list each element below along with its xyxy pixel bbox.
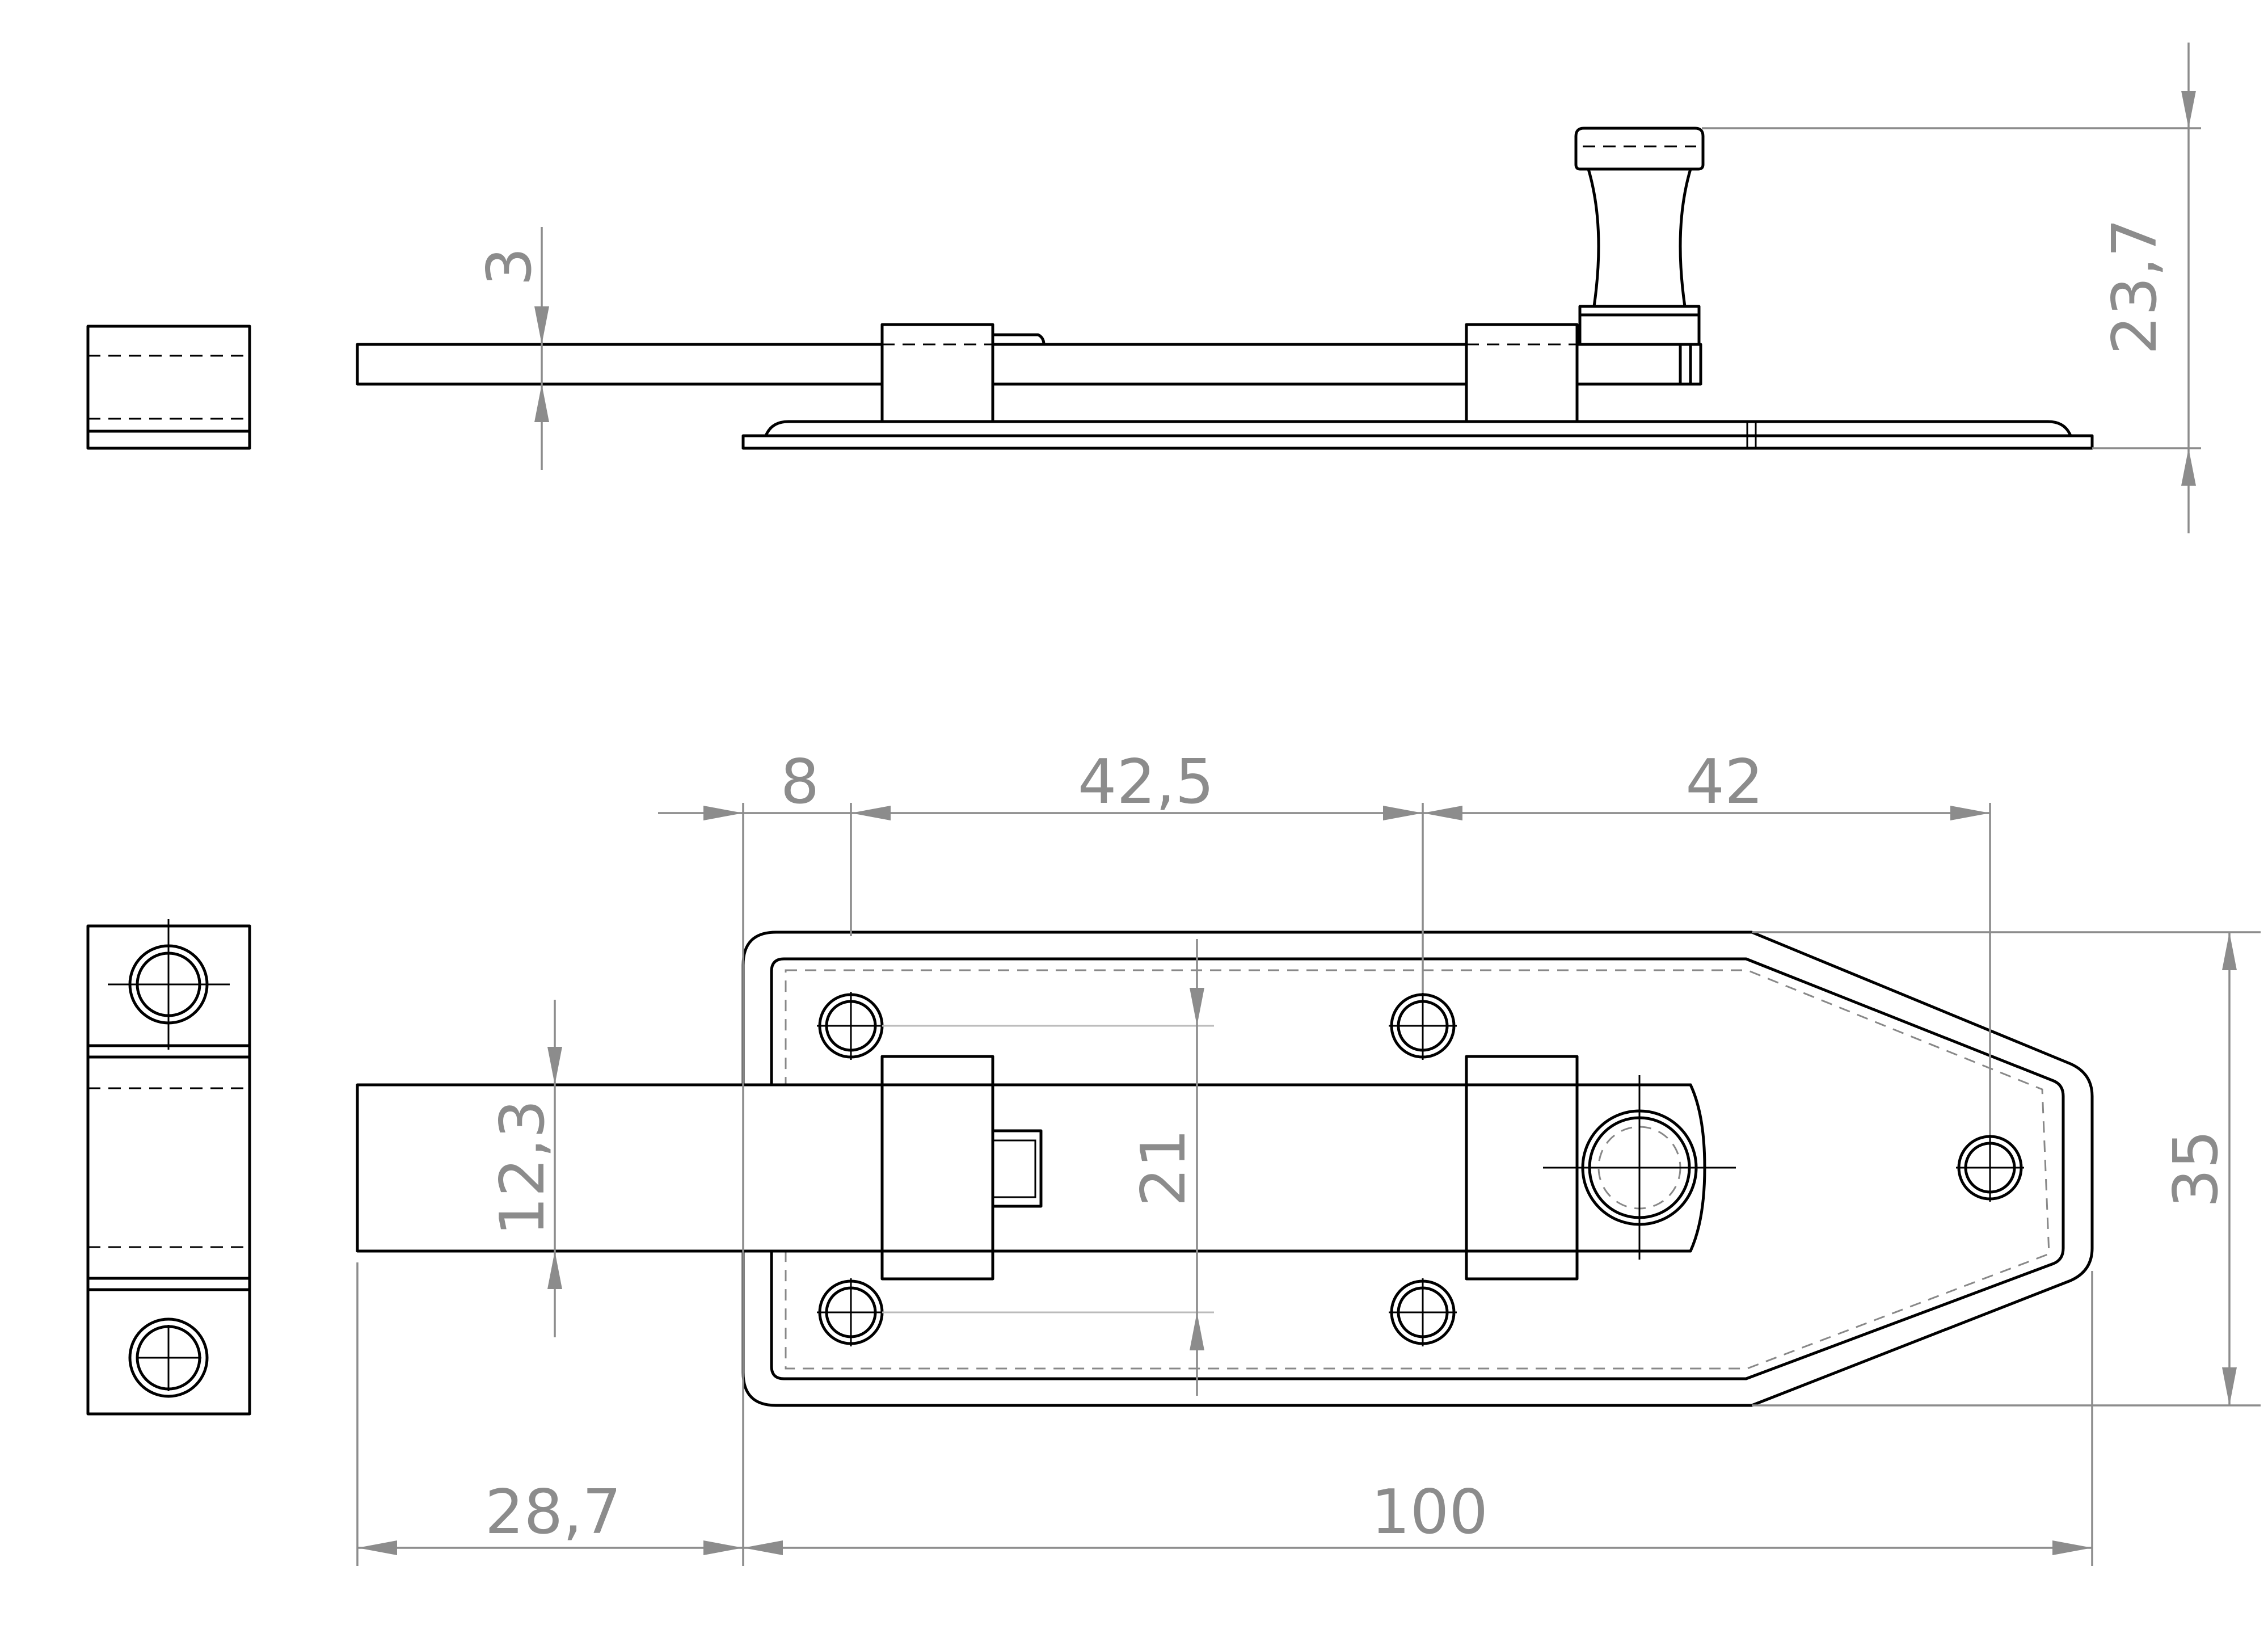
bolt-knob-side — [1574, 127, 1705, 386]
top-view: 8 42,5 42 12,3 21 — [86, 747, 2261, 1566]
side-view: 3 23,7 — [86, 43, 2201, 533]
bolt-stop-pin — [991, 1129, 1043, 1208]
dim-hole-spacing-label: 21 — [1128, 1129, 1199, 1206]
dim-plate-length: 100 — [743, 1477, 2092, 1555]
dim-plate-length-label: 100 — [1371, 1477, 1488, 1548]
dim-plate-width-label: 35 — [2161, 1130, 2232, 1207]
dim-spacing-42-5: 42,5 — [851, 747, 1462, 820]
plate-hole-1 — [817, 992, 885, 1060]
bolt-knob-top — [1543, 1075, 1736, 1260]
guide-left-side — [880, 323, 1046, 423]
dim-spacing-42-5-label: 42,5 — [1078, 747, 1214, 818]
strike-keeper-top — [86, 919, 251, 1416]
dim-hole-spacing: 21 — [1128, 939, 1204, 1396]
guide-right-side — [1465, 323, 1579, 423]
strike-keeper-side — [86, 325, 251, 450]
dim-thickness: 3 — [474, 227, 549, 470]
dim-spacing-42-label: 42 — [1685, 747, 1763, 818]
dim-bolt-width-label: 12,3 — [487, 1100, 558, 1236]
dim-offset-8-label: 8 — [781, 747, 820, 818]
dim-plate-width: 35 — [1752, 931, 2261, 1407]
dim-overall-height-label: 23,7 — [2100, 218, 2170, 355]
dim-bolt-overhang-label: 28,7 — [485, 1477, 621, 1548]
dim-bolt-overhang: 28,7 — [357, 1477, 743, 1555]
plate-hole-4 — [1389, 1278, 1457, 1346]
keeper-hole-bottom — [128, 1317, 209, 1398]
dim-offset-8: 8 — [658, 747, 891, 820]
guide-left-top — [880, 1055, 994, 1281]
base-plate-side — [741, 420, 2094, 450]
plate-hole-3 — [817, 1278, 885, 1346]
keeper-hole-top — [108, 919, 230, 1050]
base-plate-top — [741, 931, 2094, 1407]
plate-hole-5 — [1956, 1134, 2024, 1202]
dim-bolt-width: 12,3 — [487, 1000, 562, 1337]
dim-overall-height: 23,7 — [1702, 43, 2201, 533]
plate-hole-2 — [1389, 992, 1457, 1060]
dim-spacing-42: 42 — [1423, 747, 1990, 820]
dim-thickness-label: 3 — [474, 247, 545, 287]
